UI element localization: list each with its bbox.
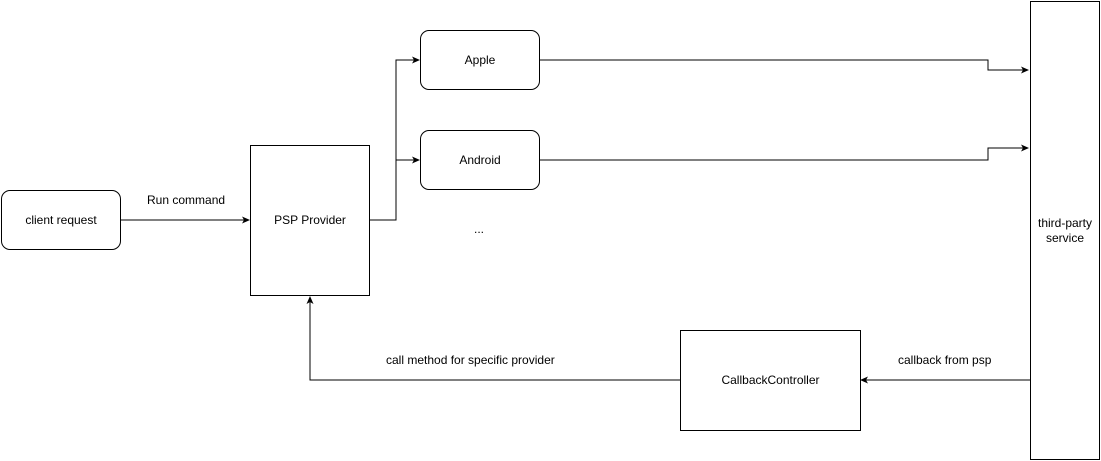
node-apple-label: Apple xyxy=(464,52,496,67)
more-providers-ellipsis: ... xyxy=(474,222,485,236)
node-third-party-service[interactable]: third-party service xyxy=(1030,1,1100,460)
node-android-label: Android xyxy=(459,152,501,167)
edge-android-to-service xyxy=(540,144,1029,161)
node-callback-controller-label: CallbackController xyxy=(721,373,820,387)
node-callback-controller[interactable]: CallbackController xyxy=(680,330,861,431)
edge-call-method xyxy=(306,296,680,381)
edge-psp-to-apple xyxy=(370,56,420,221)
node-apple[interactable]: Apple xyxy=(420,30,540,90)
node-client-request-label: client request xyxy=(25,212,97,227)
node-psp-provider[interactable]: PSP Provider xyxy=(250,145,370,296)
node-android[interactable]: Android xyxy=(420,130,540,190)
edge-label-run-command: Run command xyxy=(147,193,226,207)
node-third-party-service-label-line2: service xyxy=(1045,230,1084,245)
edge-label-call-method: call method for specific provider xyxy=(386,353,555,367)
node-third-party-service-label-line1: third-party xyxy=(1037,215,1093,230)
edge-label-callback-from-psp: callback from psp xyxy=(898,353,992,367)
node-psp-provider-label: PSP Provider xyxy=(274,213,346,227)
node-client-request[interactable]: client request xyxy=(1,190,121,250)
edge-apple-to-service xyxy=(540,59,1029,74)
